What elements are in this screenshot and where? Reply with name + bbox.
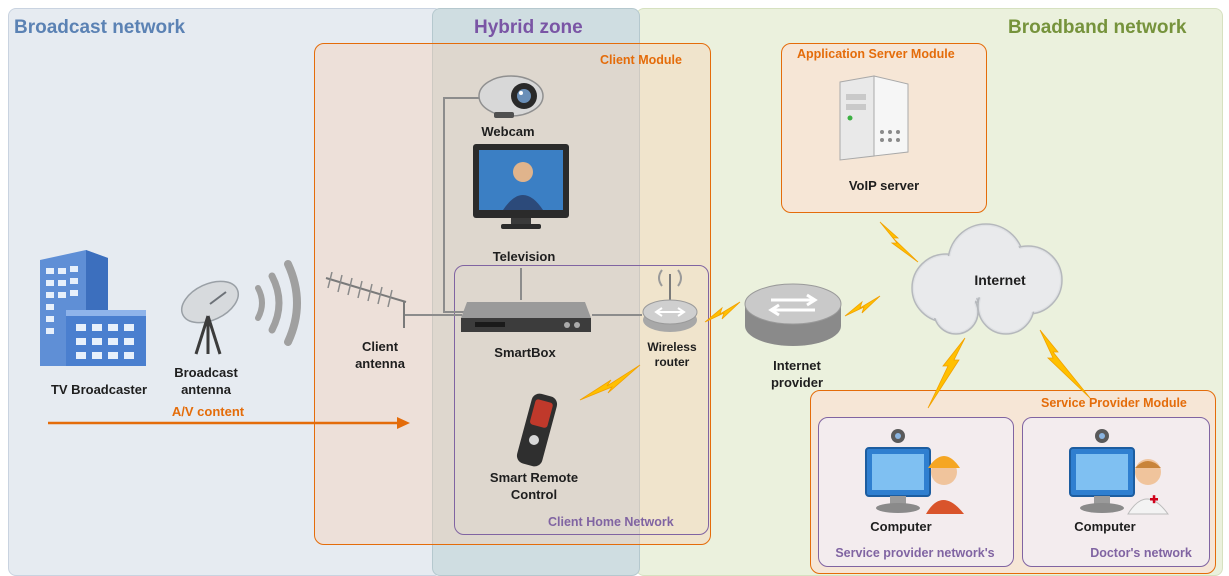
client-antenna-label-line1: Client [361,339,399,354]
worker-computer-icon [865,429,964,514]
internet-provider-label: Internet provider [752,357,842,391]
broadcast-waves-icon [255,260,301,346]
broadcast-antenna-label-line2: antenna [181,382,231,397]
av-content-arrowhead [397,417,410,429]
broadcast-antenna-label: Broadcast antenna [166,364,246,398]
webcam-label: Webcam [481,124,535,139]
tv-broadcaster-label: TV Broadcaster [50,382,148,397]
doctor-computer-icon [1069,429,1169,515]
television-label: Television [492,249,556,264]
av-content-label: A/V content [171,404,245,419]
service-provider-network-label: Service provider network's [835,546,995,560]
internet-provider-label-line1: Internet [773,358,821,373]
remote-control-label-line2: Control [510,487,558,502]
computer-label-2: Computer [1074,519,1136,534]
remote-control-label: Smart Remote Control [484,469,584,503]
client-module-title: Client Module [600,53,682,67]
lightning-router-isp [704,301,741,323]
lightning-internet-sp [927,337,966,409]
client-home-network [454,265,709,535]
service-provider-module-title: Service Provider Module [1041,396,1187,410]
hybrid-zone-title: Hybrid zone [474,17,583,38]
television-icon [473,144,569,229]
lightning-remote-router [579,364,641,401]
client-antenna-label-line2: antenna [355,356,405,371]
client-antenna-label: Client antenna [340,338,420,372]
wireless-router-label: Wireless router [632,340,712,370]
server-icon [839,75,909,161]
cloud-icon [911,223,1063,335]
remote-control-label-line1: Smart Remote [489,470,579,485]
remote-control-icon [516,393,558,467]
internet-label: Internet [974,272,1026,288]
webcam-link [443,97,480,313]
lightning-isp-internet [844,295,881,317]
broadcast-antenna-label-line1: Broadcast [174,365,238,380]
satellite-dish-icon [181,280,239,355]
voip-server-label: VoIP server [848,178,920,193]
internet-provider-label-line2: provider [770,375,823,390]
smartbox-label: SmartBox [494,345,556,360]
broadband-zone-title: Broadband network [1008,17,1187,38]
webcam-icon [478,75,544,118]
wireless-router-label-line1: Wireless [647,340,697,354]
lightning-internet-doctor [1039,329,1091,399]
client-home-network-title: Client Home Network [548,515,674,529]
isp-router-icon [744,283,842,346]
doctor-network-label: Doctor's network [1090,546,1192,560]
set-top-box-icon [461,302,591,332]
app-server-module-title: Application Server Module [797,47,955,61]
wireless-router-icon [642,269,698,332]
broadcast-zone-title: Broadcast network [14,17,186,38]
lightning-voip-internet [879,221,919,263]
building-icon [40,250,146,366]
wireless-router-label-line2: router [654,355,690,369]
yagi-antenna-icon [325,272,407,328]
computer-label-1: Computer [870,519,932,534]
